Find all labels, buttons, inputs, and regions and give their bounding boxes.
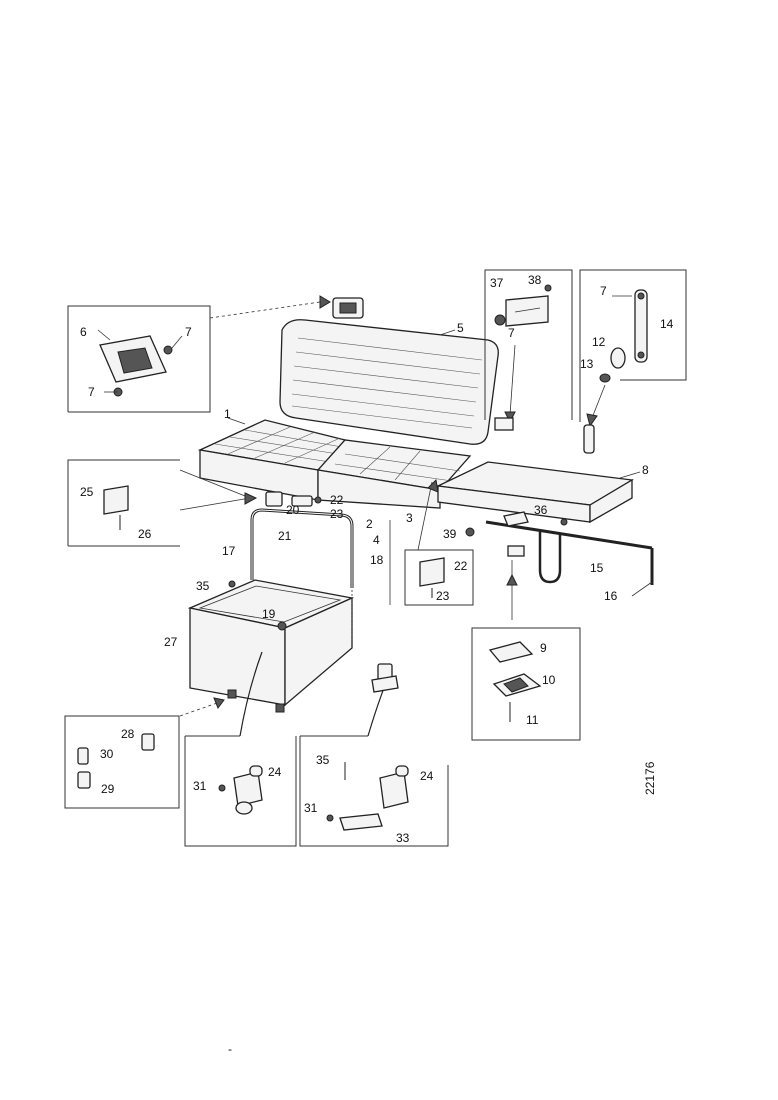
leader-line	[179, 701, 221, 717]
callout-23: 23	[436, 589, 450, 603]
callout-9: 9	[540, 641, 547, 655]
callout-7: 7	[185, 325, 192, 339]
callout-2: 2	[366, 517, 373, 531]
rod-assembly-15	[465, 511, 654, 585]
cable-left	[239, 651, 263, 737]
bottom-mark: -	[228, 1042, 232, 1056]
arrow-head	[319, 295, 331, 309]
callout-38: 38	[528, 273, 542, 287]
leader-line	[591, 384, 606, 419]
inset-part-6	[67, 305, 211, 413]
callout-27: 27	[164, 635, 178, 649]
leader-line	[509, 344, 516, 416]
drawing-number: 22176	[643, 761, 657, 795]
callout-18: 18	[370, 553, 384, 567]
callout-6: 6	[80, 325, 87, 339]
storage-box-27	[187, 579, 355, 713]
hinge-parts-20-23	[265, 491, 322, 507]
callout-21: 21	[278, 529, 292, 543]
callout-23: 23	[330, 507, 344, 521]
leader-line	[439, 329, 456, 336]
leader-line	[227, 417, 246, 425]
callout-28: 28	[121, 727, 135, 741]
frame-tube-17-inner	[251, 509, 353, 588]
bracket-detail	[494, 417, 514, 431]
leader-line	[179, 497, 251, 511]
callout-labels: 6 7 7 5 1 37 38 7 7 14 12 13 8 25 26 22 …	[80, 273, 674, 1056]
callout-29: 29	[101, 782, 115, 796]
inset-parts-37-38	[484, 269, 573, 420]
callout-3: 3	[406, 511, 413, 525]
callout-5: 5	[457, 321, 464, 335]
callout-22: 22	[330, 493, 344, 507]
callout-33: 33	[396, 831, 410, 845]
frame-tube-17	[250, 508, 354, 588]
callout-17: 17	[222, 544, 236, 558]
callout-34: 35	[196, 579, 210, 593]
callout-7: 7	[508, 326, 515, 340]
inset-parts-28-30	[64, 715, 180, 809]
callout-20: 20	[286, 503, 300, 517]
side-panel-8	[435, 461, 634, 524]
seat-back-5	[279, 319, 499, 445]
inset-parts-25-26	[67, 459, 180, 547]
inset-parts-24-31-left	[184, 735, 297, 847]
callout-25: 25	[80, 485, 94, 499]
callout-1: 1	[224, 407, 231, 421]
callout-16: 16	[604, 589, 618, 603]
arrow-head	[213, 697, 225, 710]
leader-line	[179, 469, 251, 499]
arrow-head	[506, 573, 518, 586]
callout-31: 31	[304, 801, 318, 815]
callout-30: 30	[100, 747, 114, 761]
callout-14: 14	[660, 317, 674, 331]
link-detail	[583, 424, 595, 454]
leader-line	[209, 301, 321, 319]
callout-39: 39	[443, 527, 457, 541]
callout-35: 35	[316, 753, 330, 767]
callout-31: 31	[193, 779, 207, 793]
part-6-slot	[339, 302, 357, 314]
arrow-head	[244, 492, 258, 505]
callout-19: 19	[262, 607, 276, 621]
arrow-head	[504, 411, 516, 424]
callout-13: 13	[580, 357, 594, 371]
callout-8: 8	[642, 463, 649, 477]
callout-36: 36	[534, 503, 548, 517]
callout-7: 7	[88, 385, 95, 399]
seat-base-1	[197, 419, 347, 501]
arrow-head	[427, 478, 439, 493]
callout-22: 22	[454, 559, 468, 573]
cable-right	[367, 684, 386, 737]
callout-11: 11	[526, 713, 539, 727]
latch-detail	[371, 663, 399, 693]
callout-12: 12	[592, 335, 606, 349]
leader-line	[631, 581, 653, 597]
inset-parts-12-14	[579, 269, 687, 422]
callout-37: 37	[490, 276, 504, 290]
seat-base-2	[316, 439, 472, 509]
leader-line	[619, 471, 641, 479]
inset-parts-9-11	[471, 627, 581, 741]
callout-24: 24	[420, 769, 434, 783]
arrow-head	[586, 413, 598, 428]
callout-15: 15	[590, 561, 604, 575]
inset-parts-24-35-right	[299, 735, 449, 847]
callout-10: 10	[542, 673, 556, 687]
callout-7: 7	[600, 284, 607, 298]
leader-line	[417, 481, 433, 551]
inset-parts-22-23	[404, 549, 474, 606]
callout-4: 4	[373, 533, 380, 547]
callout-24: 24	[268, 765, 282, 779]
callout-26: 26	[138, 527, 152, 541]
